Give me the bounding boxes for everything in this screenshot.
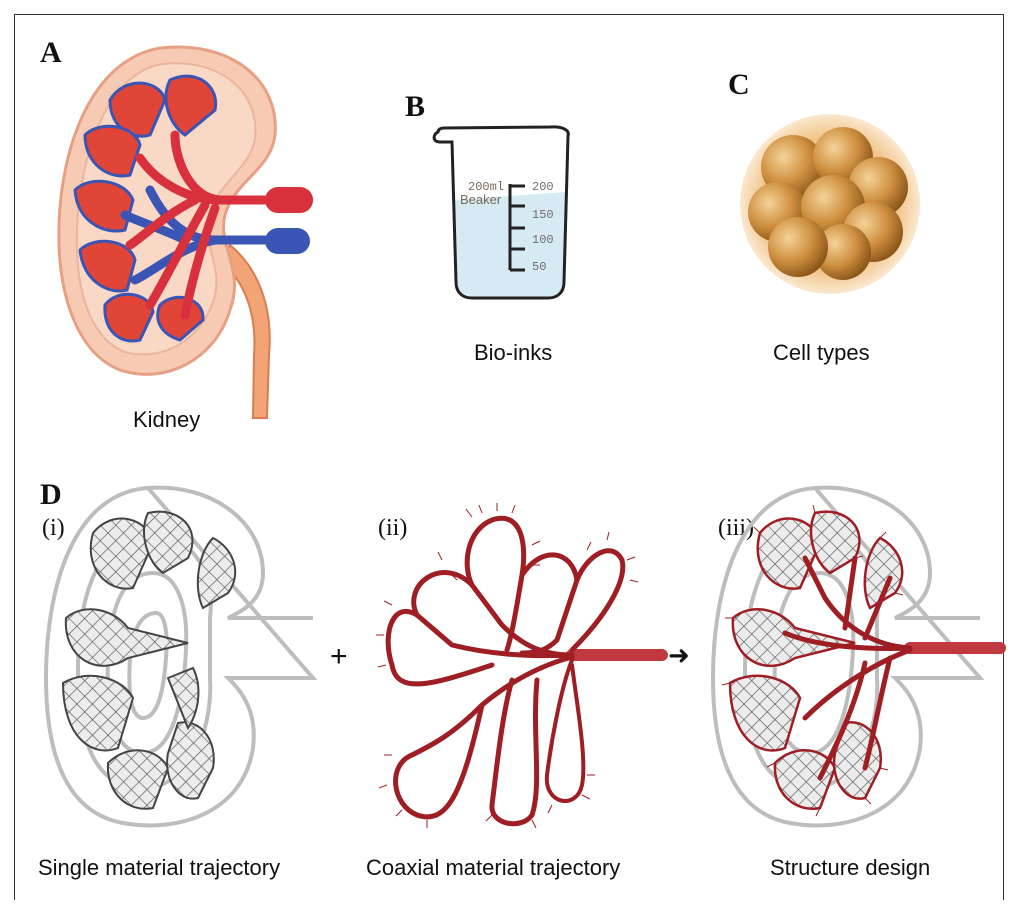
caption-kidney: Kidney xyxy=(133,407,200,433)
single-material-trajectory xyxy=(38,478,328,838)
coaxial-material-trajectory xyxy=(372,505,672,835)
artery-trunk xyxy=(265,187,313,213)
structure-design xyxy=(705,478,1005,838)
beaker-tick-150: 150 xyxy=(532,208,554,222)
kidney-illustration xyxy=(55,40,325,430)
arrow-operator: ➜ xyxy=(668,640,690,671)
vein-trunk xyxy=(265,228,310,254)
beaker-tick-100: 100 xyxy=(532,233,554,247)
caption-structure-design: Structure design xyxy=(770,855,930,881)
caption-single-material: Single material trajectory xyxy=(38,855,280,881)
panel-label-c: C xyxy=(728,68,750,102)
plus-operator: + xyxy=(330,640,348,674)
vessel-tree xyxy=(388,518,662,823)
beaker-tick-50: 50 xyxy=(532,260,546,274)
beaker-label: Beaker xyxy=(460,192,502,207)
beaker-illustration: 200ml Beaker 200 150 100 50 xyxy=(430,122,590,302)
cell-cluster-illustration xyxy=(738,112,923,297)
caption-cell-types: Cell types xyxy=(773,340,870,366)
beaker-tick-200: 200 xyxy=(532,180,554,194)
panel-label-b: B xyxy=(405,90,425,124)
caption-bio-inks: Bio-inks xyxy=(474,340,552,366)
caption-coaxial-material: Coaxial material trajectory xyxy=(366,855,620,881)
